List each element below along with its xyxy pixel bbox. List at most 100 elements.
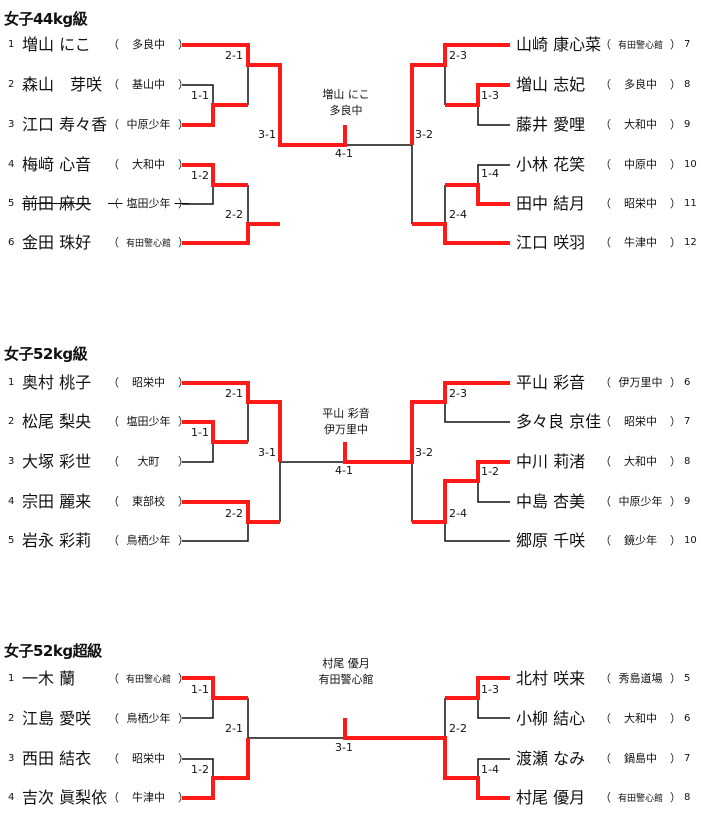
competitor-name: 増山 志妃 <box>516 75 586 94</box>
paren-close: ） <box>174 78 189 91</box>
club-name: 昭栄中 <box>132 752 165 765</box>
match-score: 1-4 <box>481 763 499 776</box>
paren-open: （ <box>600 495 615 508</box>
competitor-entry: 中島 杏美（ 中原少年 ）9 <box>0 492 701 512</box>
seed-number: 2 <box>8 79 15 90</box>
paren-open: （ <box>108 78 123 91</box>
paren-close: ） <box>174 415 189 428</box>
club-name: 昭栄中 <box>624 415 657 428</box>
champion-name: 増山 にこ <box>322 88 370 101</box>
match-score: 2-3 <box>449 49 467 62</box>
club-label: （ 牛津中 ） <box>600 233 681 253</box>
club-name: 塩田少年 <box>126 197 171 210</box>
paren-close: ） <box>666 495 681 508</box>
paren-close: ） <box>666 672 681 685</box>
club-name: 塩田少年 <box>126 415 171 428</box>
champion-name: 村尾 優月 <box>322 657 370 670</box>
match-score: 2-2 <box>225 208 243 221</box>
competitor-name: 一木 蘭 <box>22 669 76 688</box>
paren-close: ） <box>174 158 189 171</box>
paren-open: （ <box>600 712 615 725</box>
paren-close: ） <box>666 38 681 51</box>
champion-name: 平山 彩音 <box>322 407 370 420</box>
club-label: （ 大町 ） <box>108 452 189 472</box>
club-label: （ 昭栄中 ） <box>108 373 189 393</box>
club-name: 大和中 <box>624 118 657 131</box>
club-name: 大和中 <box>624 712 657 725</box>
competitor-name: 江口 寿々香 <box>22 115 108 134</box>
competitor-entry: 藤井 愛哩（ 大和中 ）9 <box>0 115 701 135</box>
seed-number: 6 <box>684 377 691 388</box>
seed-number: 3 <box>8 456 15 467</box>
match-score: 3-1 <box>258 446 276 459</box>
seed-number: 4 <box>8 792 15 803</box>
club-label: （ 有田警心館 ） <box>108 233 189 254</box>
competitor-name: 森山 芽咲 <box>22 75 103 94</box>
club-name: 牛津中 <box>132 791 165 804</box>
match-score: 1-3 <box>481 683 499 696</box>
paren-close: ） <box>666 118 681 131</box>
club-name: 鍋島中 <box>624 752 657 765</box>
competitor-entry: 村尾 優月（ 有田警心館 ）8 <box>0 788 701 808</box>
paren-open: （ <box>108 752 123 765</box>
competitor-entry: 渡瀬 なみ（ 鍋島中 ）7 <box>0 749 701 769</box>
match-score: 2-4 <box>449 507 467 520</box>
paren-open: （ <box>600 534 615 547</box>
competitor-entry: 郷原 千咲（ 鏡少年 ）10 <box>0 531 701 551</box>
competitor-name: 江島 愛咲 <box>22 709 92 728</box>
section-title: 女子52kg級 <box>4 345 88 363</box>
competitor-entry: 江口 咲羽（ 牛津中 ）12 <box>0 233 701 253</box>
match-score: 1-1 <box>191 426 209 439</box>
paren-open: （ <box>600 415 615 428</box>
competitor-name: 中川 莉渚 <box>516 452 586 471</box>
seed-number: 6 <box>8 237 15 248</box>
competitor-entry: 中川 莉渚（ 大和中 ）8 <box>0 452 701 472</box>
competitor-name: 増山 にこ <box>22 35 91 54</box>
competitor-name: 吉次 眞梨依 <box>22 788 108 807</box>
seed-number: 9 <box>684 496 691 507</box>
seed-number: 12 <box>684 237 697 248</box>
competitor-name: 梅﨑 心音 <box>22 155 92 174</box>
competitor-name: 金田 珠好 <box>22 233 92 252</box>
paren-open: （ <box>108 672 123 685</box>
paren-open: （ <box>108 118 123 131</box>
competitor-name: 平山 彩音 <box>516 373 586 392</box>
club-label: （ 牛津中 ） <box>108 788 189 808</box>
paren-open: （ <box>600 38 615 51</box>
match-score: 3-2 <box>415 446 433 459</box>
club-label: （ 有田警心館 ） <box>600 788 681 809</box>
competitor-name: 奥村 桃子 <box>22 373 92 392</box>
paren-close: ） <box>174 712 189 725</box>
match-score: 4-1 <box>335 464 353 477</box>
paren-open: （ <box>108 158 123 171</box>
paren-open: （ <box>108 236 123 249</box>
paren-open: （ <box>108 38 123 51</box>
competitor-name: 松尾 梨央 <box>22 412 92 431</box>
paren-close: ） <box>666 78 681 91</box>
club-label: （ 多良中 ） <box>108 35 189 55</box>
paren-open: （ <box>108 495 123 508</box>
paren-open: （ <box>600 236 615 249</box>
paren-close: ） <box>174 376 189 389</box>
paren-close: ） <box>666 791 681 804</box>
competitor-name: 北村 咲来 <box>516 669 586 688</box>
club-name: 多良中 <box>624 78 657 91</box>
seed-number: 7 <box>684 39 691 50</box>
seed-number: 8 <box>684 456 691 467</box>
match-score: 2-1 <box>225 387 243 400</box>
seed-number: 5 <box>684 673 691 684</box>
competitor-entry: 小柳 結心（ 大和中 ）6 <box>0 709 701 729</box>
seed-number: 4 <box>8 496 15 507</box>
club-label: （ 中原少年 ） <box>108 115 189 135</box>
match-score: 1-3 <box>481 89 499 102</box>
paren-open: （ <box>600 752 615 765</box>
club-label: （ 秀島道場 ） <box>600 669 681 689</box>
competitor-entry: 小林 花笑（ 中原中 ）10 <box>0 155 701 175</box>
